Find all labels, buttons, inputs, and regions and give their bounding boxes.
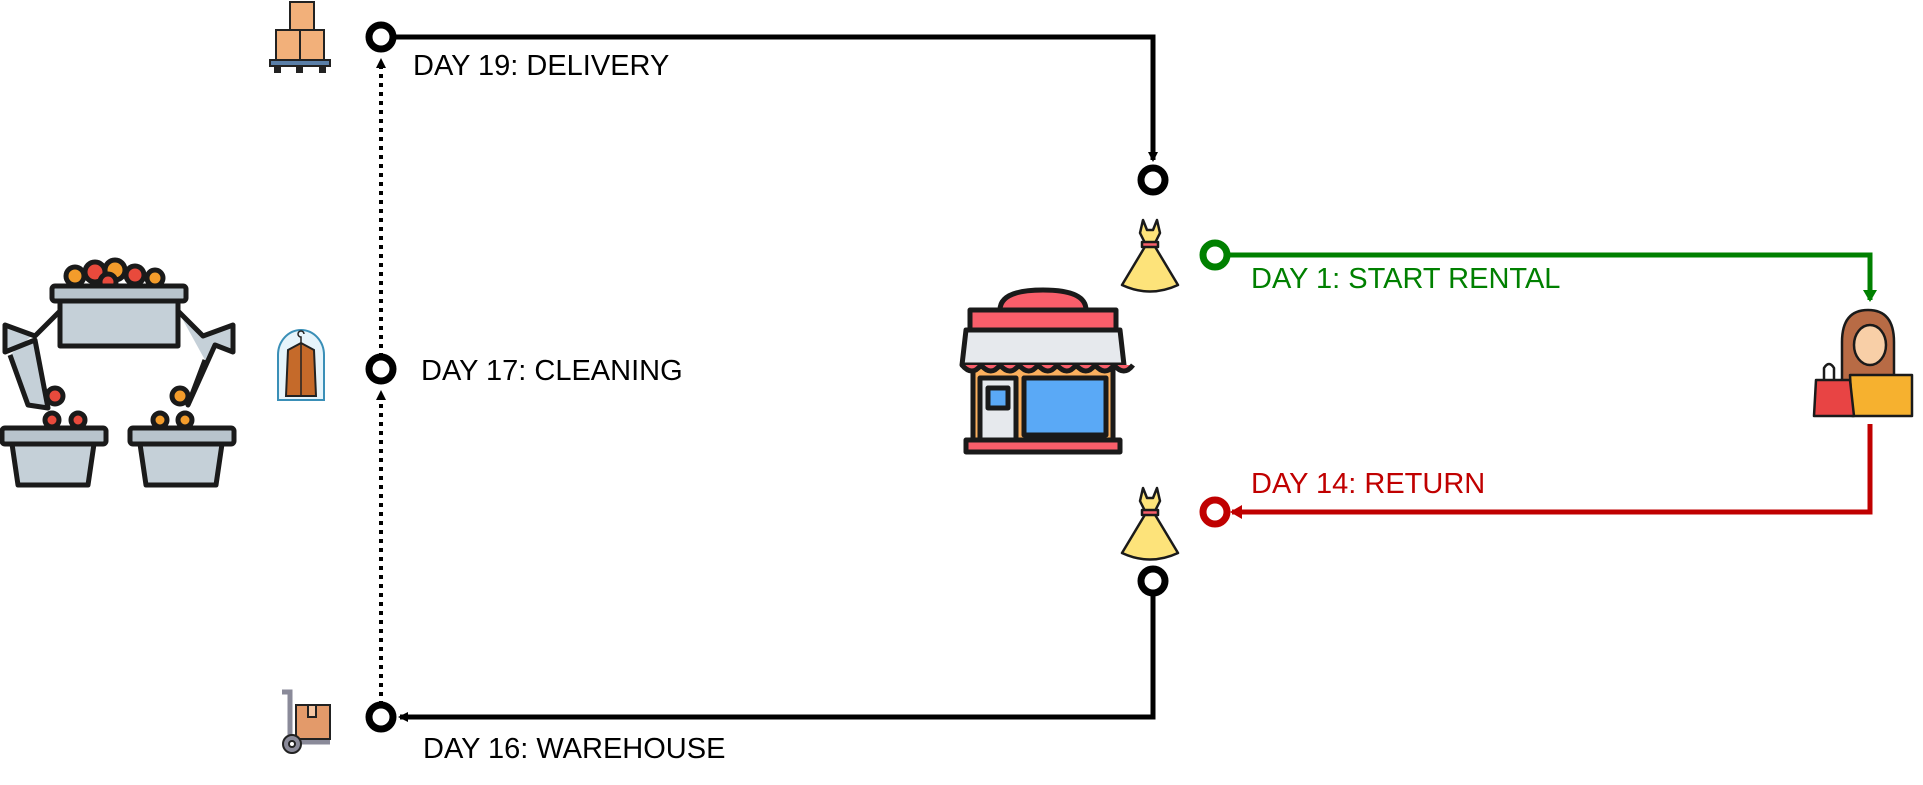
sorting-machine-icon [0, 257, 237, 488]
delivery-label: DAY 19: DELIVERY [413, 50, 669, 82]
boxes-pallet-icon [269, 1, 331, 73]
store-outbound-node [1137, 565, 1169, 597]
dress-icon [1120, 486, 1180, 561]
hand-truck-icon [282, 689, 331, 754]
store-inbound-node [1137, 164, 1169, 196]
rental-connector [1227, 252, 1877, 302]
delivery-connector [392, 34, 1158, 162]
cleaning-node [365, 353, 397, 385]
warehouse-node [365, 701, 397, 733]
return-node [1199, 496, 1231, 528]
dry-cleaning-coat-icon [277, 329, 325, 401]
warehouse-label: DAY 16: WAREHOUSE [423, 733, 725, 765]
return-label: DAY 14: RETURN [1251, 468, 1485, 500]
warehouse-connector [398, 593, 1156, 722]
delivery-node [365, 21, 397, 53]
start-rental-node [1199, 239, 1231, 271]
shopper-woman-icon [1812, 308, 1914, 418]
cleaning-label: DAY 17: CLEANING [421, 355, 683, 387]
return-connector [1230, 424, 1873, 519]
store-icon [959, 287, 1135, 455]
start-rental-label: DAY 1: START RENTAL [1251, 263, 1560, 295]
dress-icon [1120, 218, 1180, 293]
